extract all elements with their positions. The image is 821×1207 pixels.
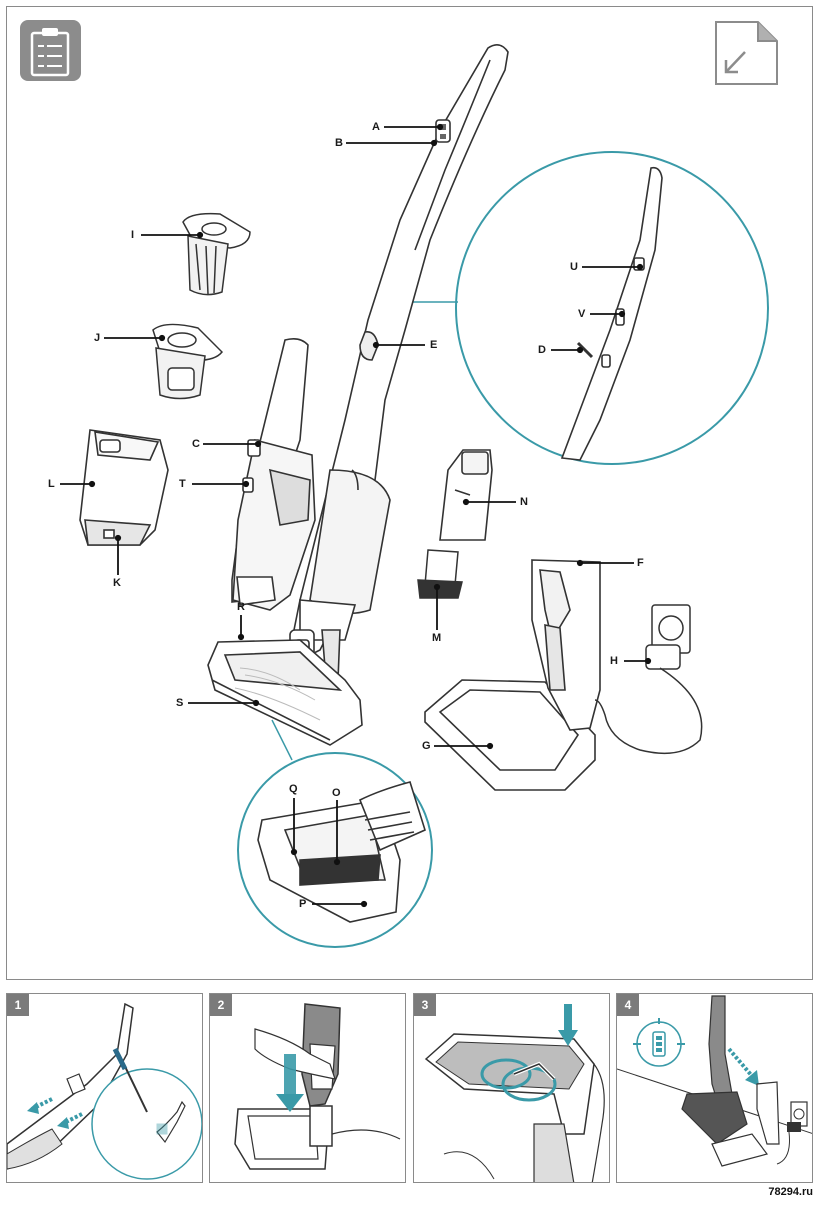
callout-m: M bbox=[432, 632, 442, 644]
floor-nozzle bbox=[207, 639, 363, 746]
callout-q: Q bbox=[289, 783, 298, 795]
screwdriver-battery-icon bbox=[7, 1002, 202, 1180]
step-2-panel: 2 bbox=[209, 993, 406, 1183]
callout-s: S bbox=[176, 697, 184, 709]
callout-t: T bbox=[179, 478, 186, 490]
step-3-number: 3 bbox=[414, 994, 436, 1016]
document-corner-arrow-icon bbox=[715, 21, 778, 85]
callout-f: F bbox=[637, 557, 644, 569]
callout-v: V bbox=[578, 308, 586, 320]
vacuum-exploded-diagram bbox=[20, 20, 778, 948]
handle-detail-circle bbox=[455, 151, 769, 465]
handheld-vacuum bbox=[231, 338, 316, 611]
callout-d: D bbox=[538, 344, 546, 356]
callout-b: B bbox=[335, 137, 343, 149]
dust-container bbox=[79, 429, 169, 546]
callout-a: A bbox=[372, 121, 380, 133]
callout-g: G bbox=[422, 740, 431, 752]
battery-pack bbox=[439, 449, 493, 541]
callout-j: J bbox=[94, 332, 101, 344]
callout-r: R bbox=[237, 601, 245, 613]
clipboard-checklist-icon bbox=[20, 20, 81, 81]
power-adapter bbox=[594, 604, 703, 755]
step-4-panel: 4 bbox=[616, 993, 813, 1183]
insert-handheld-icon bbox=[234, 1003, 401, 1170]
callout-u: U bbox=[570, 261, 578, 273]
callout-c: C bbox=[192, 438, 200, 450]
callout-i: I bbox=[131, 229, 135, 241]
brush-tool bbox=[417, 549, 463, 599]
callout-n: N bbox=[520, 496, 528, 508]
step-1-number: 1 bbox=[7, 994, 29, 1016]
callout-e: E bbox=[430, 339, 438, 351]
filter-part-i bbox=[182, 212, 251, 296]
charging-icon bbox=[617, 995, 812, 1167]
page-id-label: 78294.ru bbox=[768, 1186, 813, 1198]
callout-h: H bbox=[610, 655, 618, 667]
step-2-number: 2 bbox=[210, 994, 232, 1016]
step-1-panel: 1 bbox=[6, 993, 203, 1183]
step-4-number: 4 bbox=[617, 994, 639, 1016]
callout-l: L bbox=[48, 478, 55, 490]
assembly-diagram-frame bbox=[6, 6, 813, 980]
callout-o: O bbox=[332, 787, 341, 799]
step-3-panel: 3 bbox=[413, 993, 610, 1183]
filter-part-j bbox=[152, 323, 224, 400]
callout-k: K bbox=[113, 577, 121, 589]
charging-base bbox=[424, 559, 601, 791]
callout-leader-lines bbox=[60, 123, 652, 908]
callout-p: P bbox=[299, 898, 307, 910]
wrap-cord-icon bbox=[424, 1004, 605, 1182]
